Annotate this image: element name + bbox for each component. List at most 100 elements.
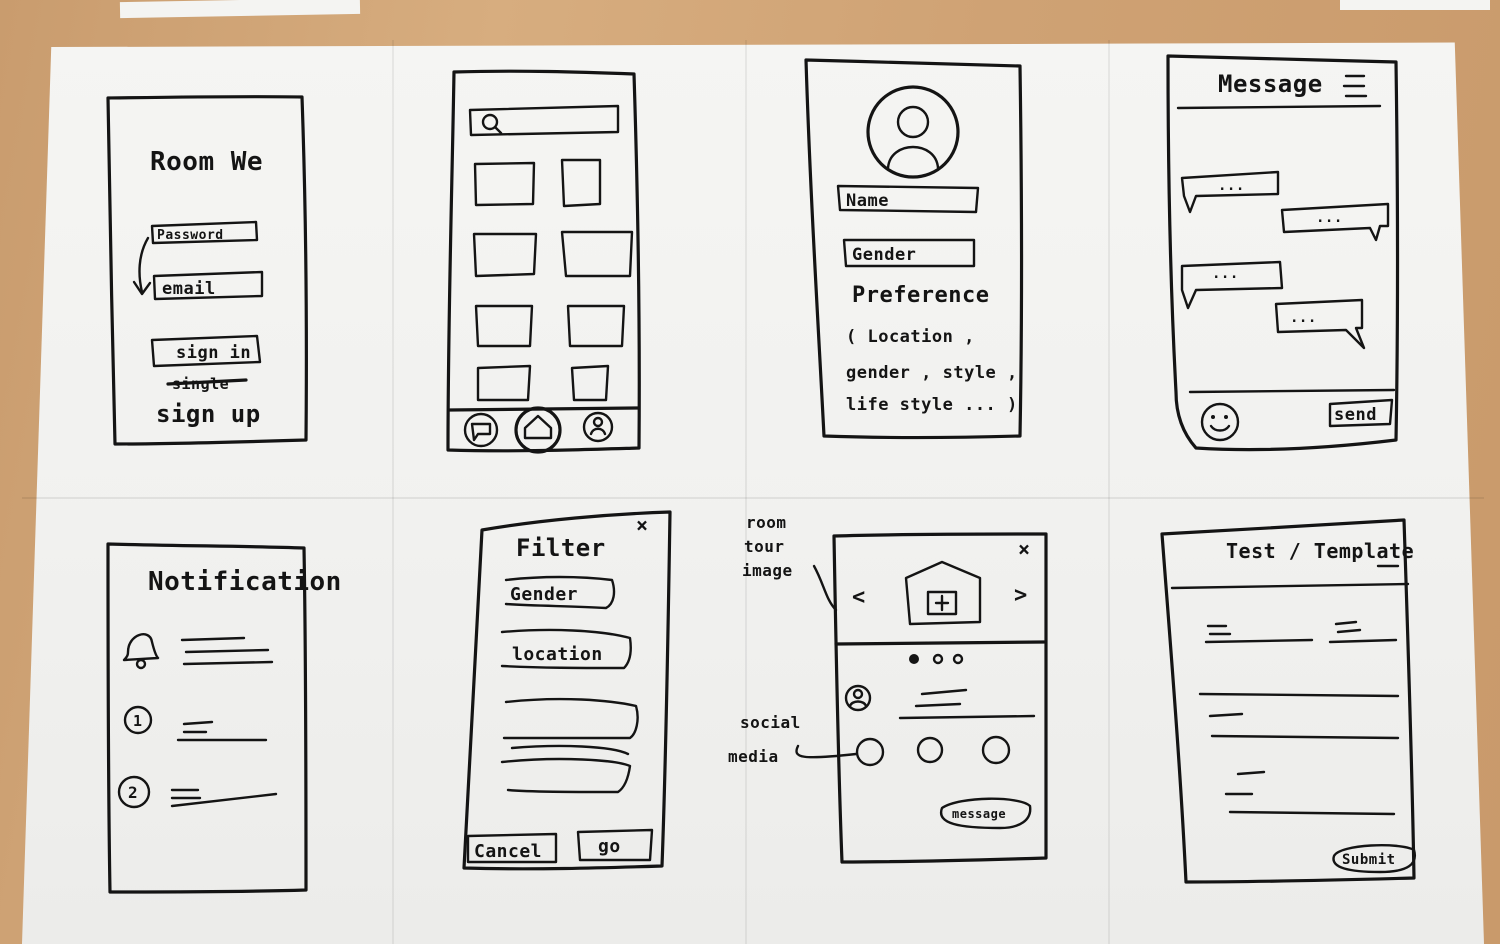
gender-filter-label: Gender — [510, 584, 578, 605]
listing-card[interactable] — [472, 232, 538, 278]
chat-tab-icon[interactable] — [463, 412, 499, 448]
paper-fold — [392, 40, 394, 944]
struck-text: single — [172, 375, 229, 393]
message-button-label: message — [952, 807, 1006, 821]
name-field[interactable] — [836, 184, 980, 214]
preference-line: ( Location , — [846, 327, 975, 347]
bubble-text: ... — [1218, 178, 1245, 194]
carousel-dot[interactable] — [932, 653, 944, 665]
filter-title: Filter — [516, 534, 606, 562]
profile-sketch: Name Gender Preference ( Location , gend… — [804, 58, 1024, 440]
notification-number: 1 — [133, 712, 143, 730]
signup-link[interactable]: sign up — [156, 400, 261, 428]
avatar-head — [896, 105, 930, 139]
host-info-lines — [898, 688, 1036, 720]
cancel-label: Cancel — [474, 841, 542, 862]
annotation-text: media — [728, 747, 779, 766]
notification-number-badge — [117, 775, 151, 809]
listing-card[interactable] — [560, 158, 602, 208]
search-bar[interactable] — [468, 104, 620, 137]
bell-clapper — [135, 658, 147, 670]
host-avatar-head — [852, 688, 864, 700]
location-filter-label: location — [512, 644, 603, 665]
message-title: Message — [1218, 70, 1323, 98]
paper-fold — [22, 497, 1484, 499]
gender-field[interactable] — [842, 238, 976, 268]
submit-label: Submit — [1342, 852, 1396, 868]
notification-sketch: Notification 1 2 — [106, 542, 341, 894]
social-media-icon[interactable] — [916, 736, 944, 764]
paper-scrap — [1340, 0, 1490, 10]
cancel-button[interactable] — [466, 832, 558, 864]
bubble-text: ... — [1212, 266, 1239, 282]
answer-line — [1198, 692, 1400, 698]
chat-bubble-received — [1180, 170, 1280, 214]
social-media-icon[interactable] — [855, 737, 885, 767]
question-lines — [1204, 624, 1314, 644]
paper-fold — [1108, 40, 1110, 944]
gender-filter[interactable] — [504, 575, 616, 610]
listing-card[interactable] — [474, 304, 534, 348]
listing-card[interactable] — [566, 304, 626, 348]
avatar-body — [886, 145, 940, 170]
notification-text-lines — [176, 720, 268, 742]
filter-option[interactable] — [510, 744, 630, 756]
emoji-icon[interactable] — [1200, 402, 1240, 442]
annotation-text: room — [746, 513, 787, 532]
avatar-icon[interactable] — [866, 85, 960, 179]
room-door-plus — [934, 594, 950, 612]
go-button[interactable] — [576, 828, 654, 862]
listing-card[interactable] — [570, 364, 610, 402]
room-close-button[interactable]: × — [1018, 537, 1031, 561]
arrow-line — [138, 236, 150, 294]
menu-icon[interactable] — [1342, 74, 1368, 98]
host-avatar-body — [848, 700, 868, 708]
location-filter[interactable] — [500, 628, 632, 670]
message-button[interactable] — [939, 797, 1032, 830]
home-tab-icon[interactable] — [514, 406, 562, 454]
listing-card[interactable] — [476, 364, 532, 402]
strike-through — [166, 378, 248, 386]
chat-bubble-icon — [470, 422, 492, 442]
listing-card[interactable] — [560, 230, 634, 278]
notification-number: 2 — [128, 783, 138, 802]
email-field[interactable] — [152, 270, 264, 301]
image-prev-arrow[interactable]: < — [852, 585, 866, 610]
filter-close-button[interactable]: × — [636, 513, 649, 537]
preference-line: gender , style , — [846, 363, 1018, 383]
emoji-smile — [1209, 424, 1231, 432]
room-door — [926, 590, 958, 616]
social-media-icon[interactable] — [981, 735, 1011, 765]
chat-bubble-sent — [1274, 298, 1366, 350]
filter-option[interactable] — [500, 757, 632, 794]
answer-line — [1224, 770, 1396, 816]
bubble-text: ... — [1316, 210, 1343, 226]
go-label: go — [598, 836, 621, 857]
question-lines — [1328, 620, 1398, 644]
profile-tab-icon[interactable] — [582, 411, 614, 443]
notification-number-badge — [123, 705, 153, 735]
annotation-pointer — [812, 564, 838, 612]
answer-line — [1208, 712, 1400, 740]
send-label: send — [1334, 405, 1377, 425]
emoji-eye — [1211, 415, 1215, 419]
search-icon — [481, 113, 499, 131]
carousel-dot-active[interactable] — [909, 654, 919, 664]
image-next-arrow[interactable]: > — [1014, 583, 1028, 608]
host-avatar-icon[interactable] — [844, 684, 872, 712]
signin-button[interactable] — [150, 334, 262, 368]
password-field[interactable] — [150, 220, 259, 245]
room-detail-sketch: × room tour image < > social media messa… — [728, 513, 1048, 864]
email-label: email — [162, 279, 216, 299]
person-icon — [592, 416, 604, 428]
listing-card[interactable] — [473, 161, 536, 207]
annotation-text: tour — [744, 537, 785, 556]
carousel-dot[interactable] — [952, 653, 964, 665]
submit-button[interactable] — [1332, 844, 1417, 874]
app-title: Room We — [150, 147, 263, 177]
chat-bubble-received — [1180, 260, 1284, 310]
send-button[interactable] — [1328, 398, 1394, 428]
message-sketch: Message ... ... ... ... send — [1166, 54, 1400, 452]
filter-option[interactable] — [502, 697, 639, 740]
